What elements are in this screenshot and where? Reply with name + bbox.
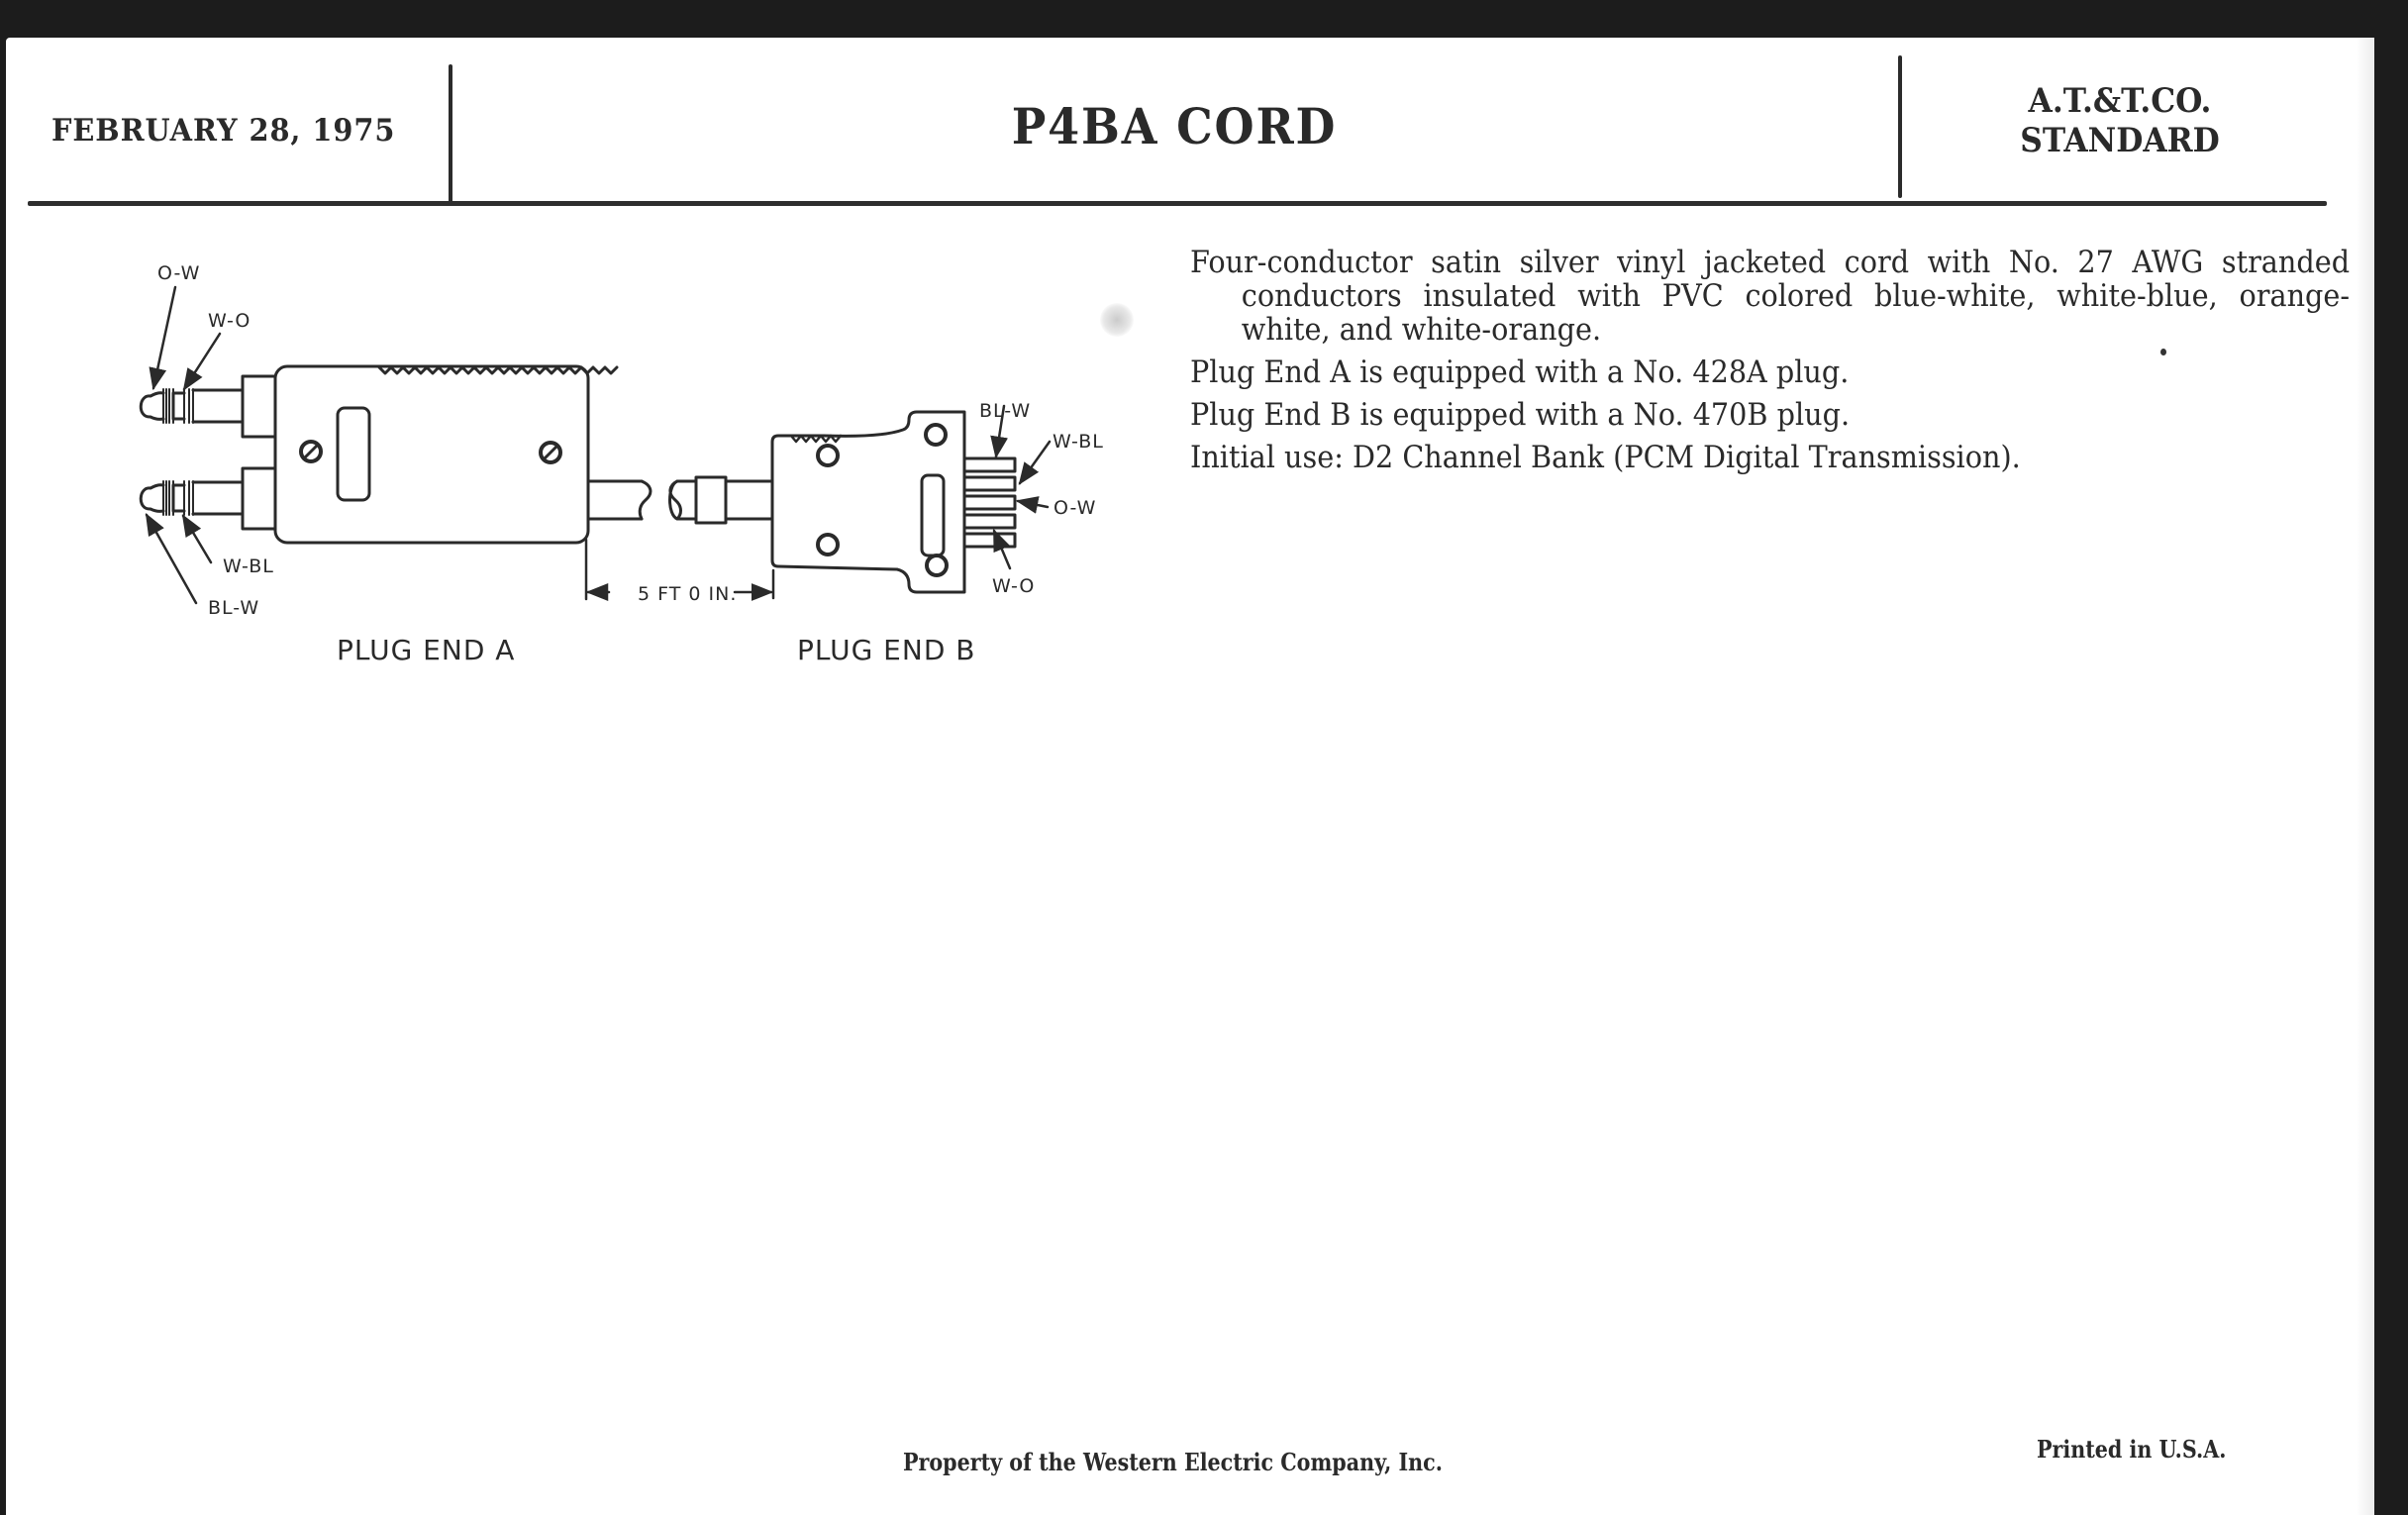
plug-end-b [770,404,1052,594]
leader-a-tip-lower [145,513,198,605]
plug-b-contact [962,494,1017,511]
cord-break-b [668,479,682,521]
plug-a-upper-collar [241,374,277,439]
document-title: P4BA CORD [1011,97,1338,155]
label-a-lower-ring: W-BL [223,556,274,577]
document-date: FEBRUARY 28, 1975 [51,113,396,149]
leader-b-w-o [992,528,1012,570]
plug-b-grip [789,434,843,444]
screw-icon [539,441,562,464]
caption-plug-end-a: PLUG END A [337,634,515,666]
plug-a-grip [377,365,619,375]
leader-b-o-w [1015,496,1050,514]
footer-property-notice: Property of the Western Electric Company… [903,1448,1443,1476]
plug-a-upper-sleeve [191,388,245,424]
plug-end-a [139,285,619,605]
leader-b-bl-w [990,404,1009,459]
plug-a-lower-sleeve [191,480,245,516]
description-paragraph-plug-a: Plug End A is equipped with a No. 428A p… [1190,354,1850,390]
plug-b-contact [962,513,1017,530]
description-paragraph-initial-use: Initial use: D2 Channel Bank (PCM Digita… [1190,440,2021,475]
description-paragraph-construction: Four-conductor satin silver vinyl jacket… [1190,245,2351,348]
cord-segment-a [586,479,644,521]
plug-b-body [770,410,966,594]
label-b-contact-4: W-O [992,575,1035,597]
cord [586,475,774,525]
leader-b-w-bl [1018,440,1052,485]
label-a-lower-tip: BL-W [208,597,259,619]
leader-a-tip-upper [149,285,177,391]
organization-name: A.T.&T.CO. [2028,81,2212,121]
label-a-upper-tip: O-W [157,262,200,284]
cord-strain-relief [694,475,728,525]
standard-label: STANDARD [2020,121,2220,160]
page-edge-shadow [2357,38,2374,1515]
plug-b-contact [962,532,1017,549]
plug-a-upper-tip [139,391,165,421]
document-sheet: FEBRUARY 28, 1975 P4BA CORD A.T.&T.CO. S… [6,38,2374,1515]
label-b-contact-3: O-W [1054,497,1096,519]
mounting-hole-icon [816,444,840,467]
header-divider-left [449,64,452,203]
leader-a-ring-upper [182,332,222,391]
footer-printed-in: Printed in U.S.A. [2037,1435,2227,1464]
caption-plug-end-b: PLUG END B [797,634,976,666]
description-paragraph-plug-b: Plug End B is equipped with a No. 470B p… [1190,397,1851,433]
screw-icon [299,440,323,463]
cord-break-a [638,479,652,521]
organization-standard: A.T.&T.CO. STANDARD [1960,81,2279,160]
cord-description: Four-conductor satin silver vinyl jacket… [1190,246,2350,483]
paper-stain [1100,303,1134,337]
mounting-hole-icon [925,554,949,577]
plug-a-window [336,406,371,502]
ink-speck [2160,349,2166,355]
label-a-upper-ring: W-O [208,310,251,332]
header-divider-right [1898,55,1902,198]
header-rule [28,201,2327,206]
mounting-hole-icon [924,423,948,447]
cord-segment-b [724,479,774,521]
plug-b-contact [962,456,1017,473]
cord-length-dimension [584,538,775,601]
label-b-contact-2: W-BL [1053,431,1104,453]
plug-b-contact [962,475,1017,492]
leader-a-ring-lower [181,514,213,564]
cord-length-label: 5 FT 0 IN. [638,583,737,605]
plug-a-lower-tip [139,483,165,513]
plug-a-lower-collar [241,466,277,531]
label-b-contact-1: BL-W [979,400,1031,422]
mounting-hole-icon [816,533,840,556]
